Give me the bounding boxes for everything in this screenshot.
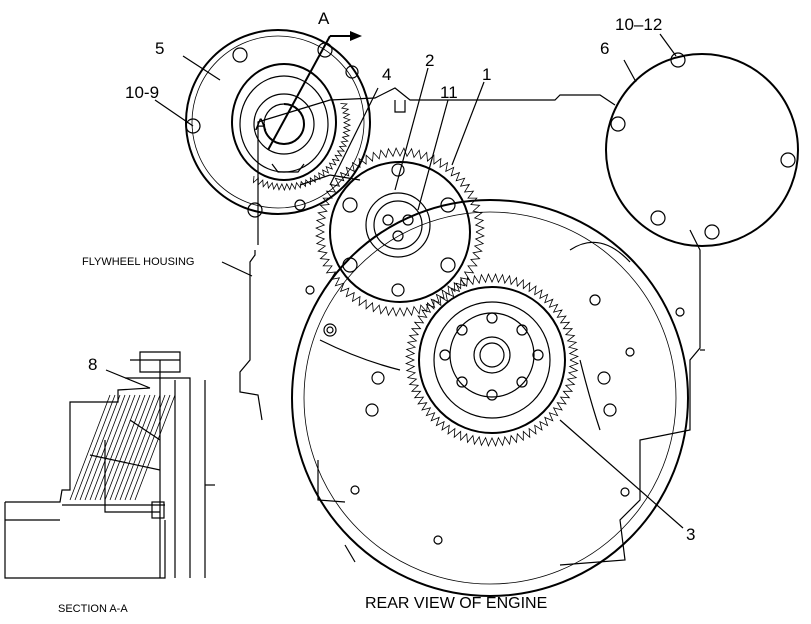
leader-lines	[105, 33, 684, 529]
part-8-label: 8	[88, 355, 97, 374]
section-cut-marker	[267, 31, 362, 151]
part-10-12-label: 10–12	[615, 15, 662, 34]
part-1-label: 1	[482, 65, 491, 84]
section-a-a-detail	[4, 351, 215, 579]
round-cover-plate	[605, 52, 799, 247]
rear-view-caption: REAR VIEW OF ENGINE	[365, 595, 547, 612]
lower-gear	[405, 273, 579, 447]
part-6-label: 6	[600, 39, 609, 58]
flywheel-housing-label: FLYWHEEL HOUSING	[82, 256, 194, 268]
labels: A A 5 10-9 4 2 11 1 6 10–12 FLYWHEEL HOU…	[58, 9, 695, 615]
part-10-9-label: 10-9	[125, 83, 159, 102]
section-caption: SECTION A-A	[58, 603, 128, 615]
part-3-label: 3	[686, 525, 695, 544]
section-marker-label: A	[318, 9, 330, 28]
part-2-label: 2	[425, 51, 434, 70]
part-5-label: 5	[155, 39, 164, 58]
part-11-label: 11	[440, 83, 458, 102]
flywheel-housing-outline	[291, 199, 689, 597]
cover-plate-assembly	[185, 29, 371, 218]
engine-block-outline	[239, 87, 705, 566]
part-4-label: 4	[382, 65, 391, 84]
section-marker-small-label: A	[255, 115, 267, 134]
upper-gear	[315, 147, 485, 317]
